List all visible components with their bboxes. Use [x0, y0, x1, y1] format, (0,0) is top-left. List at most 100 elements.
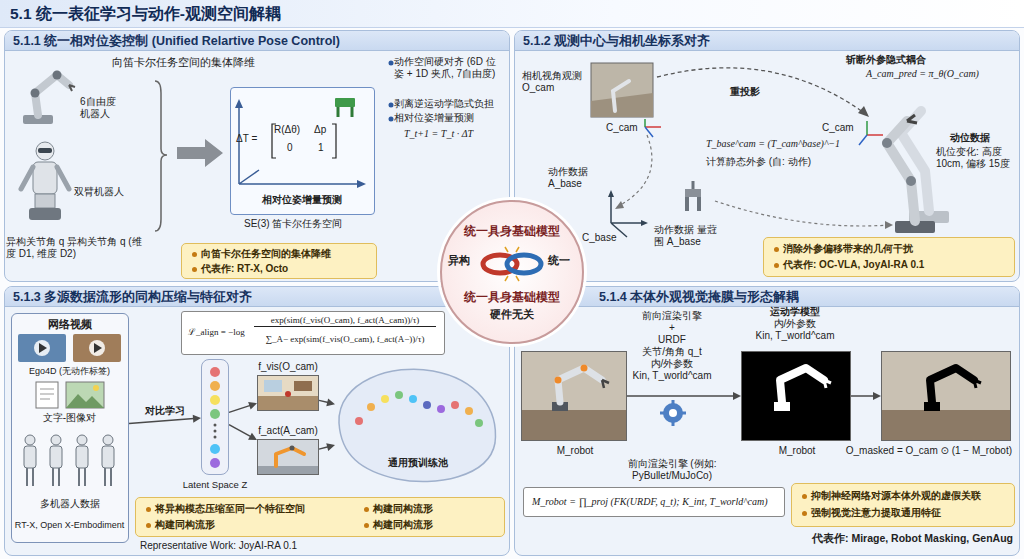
node-text: RT-X, Open X-Embodiment — [12, 520, 127, 531]
text-slot: 强制视觉注意力提取通用特征 — [800, 507, 941, 519]
extrinsic-dashed-links — [615, 201, 624, 209]
connector-line — [229, 405, 250, 412]
annotation-label: 内/外参数 — [622, 358, 722, 370]
task-space-box: 相对位姿增量预测 — [230, 87, 375, 215]
text-slot: 计算静态外参 (自: 动作) — [706, 156, 811, 168]
node-text: 通用预训练池 — [373, 457, 463, 469]
camera-frame-axes — [645, 126, 661, 128]
node-text: 文字-图像对 — [12, 412, 127, 424]
robot-photo: M_robot — [521, 351, 627, 441]
node-text: Latent Space Z — [175, 479, 255, 491]
text-slot: C_cam — [822, 122, 854, 134]
manifold-dots — [423, 401, 431, 409]
node-text: 统一具身基础模型 — [442, 224, 582, 238]
annotation-label: Representative Work: JoyAI-RA 0.1 — [140, 540, 297, 552]
annotation-label: 动位数据 — [950, 132, 990, 144]
panel-heading: 5.1.4 本体外观视觉掩膜与形态解耦 — [515, 287, 1019, 307]
annotation-label: 重投影 — [730, 86, 760, 98]
feature-dots — [210, 381, 220, 391]
annotation-label: T_base^cam = (T_cam^base)^−1 — [706, 138, 840, 150]
manifold-shape — [339, 369, 496, 481]
bullet-dots — [389, 103, 394, 108]
mask-scene — [742, 352, 850, 440]
masked-scene — [930, 368, 974, 402]
annotation-label: 前向渲染引擎 — [622, 310, 722, 322]
base-frame-axes — [608, 190, 648, 226]
connector-arrow — [319, 443, 335, 451]
text-slot: 5.1.3 多源数据流形的同构压缩与特征对齐 — [5, 287, 509, 307]
text-slot: 异构 — [448, 254, 470, 267]
node-text: 强制视觉注意力提取通用特征 — [800, 507, 941, 519]
text-slot: 多机器人数据 — [12, 498, 127, 510]
hub-circle: 统一具身基础模型异构统一统一具身基础模型硬件无关 — [440, 200, 584, 344]
robot-photo-scene — [522, 410, 626, 440]
video-thumbnails — [73, 334, 121, 362]
robot-fleet-icons — [103, 435, 113, 445]
text-slot: 向笛卡尔任务空间的集体降维 — [190, 248, 331, 260]
robot-fleet-icons — [53, 468, 59, 486]
annotation-label: C_cam — [606, 122, 638, 134]
gripper-icon — [335, 98, 355, 117]
annotation-label: SE(3) 笛卡尔任务空间 — [244, 218, 342, 230]
masked-observation: O_masked = O_cam ⊙ (1 − M_robot) — [881, 351, 1011, 441]
extrinsic-dashed-links — [885, 221, 893, 229]
text-slot: 5.1.2 观测中心与相机坐标系对齐 — [515, 31, 1019, 51]
text-slot: 动作空间硬对齐 (6D 位姿 + 1D 夹爪, 7自由度) — [394, 56, 504, 80]
action-gripper-icon — [692, 181, 695, 189]
text-slot: + — [622, 322, 722, 334]
image-thumbnail: f_act(A_cam) — [257, 439, 319, 475]
robot-arm — [907, 115, 917, 123]
masked-scene — [882, 352, 1010, 440]
kitchen-scene — [264, 380, 282, 392]
feature-dots — [210, 458, 220, 468]
robot-arm — [906, 176, 916, 186]
text-slot: Ego4D (无动作标签) — [12, 366, 127, 377]
masked-scene — [882, 410, 1010, 440]
extrinsic-dashed-links — [617, 135, 652, 207]
text-slot: Latent Space Z — [175, 479, 255, 491]
mask-scene — [780, 368, 824, 402]
connector-label: 对比学习 — [143, 405, 187, 417]
chain-links — [505, 247, 519, 281]
coordinate-axes — [235, 99, 366, 188]
text-slot: 机位变化: 高度 10cm, 偏移 15度 — [936, 146, 1016, 170]
panel-heading: 5.1.1 统一相对位姿控制 (Unified Relartive Pose C… — [5, 31, 509, 51]
connector-line — [229, 425, 251, 437]
text-slot: RT-X, Open X-Embodiment — [12, 520, 127, 531]
masked-scene — [882, 352, 1010, 440]
annotation-label: 向笛卡尔任务空间的集体降维 — [112, 56, 255, 69]
robot-camera-axes — [859, 135, 867, 145]
node-text: ℒ_align = −log — [188, 327, 245, 338]
connector-line — [319, 400, 328, 402]
humanoid-robot-icon — [21, 167, 69, 189]
robot-fleet-icons — [77, 435, 87, 445]
humanoid-robot-icon — [35, 194, 55, 208]
annotation-label: 斩断外参隐式耦合 — [846, 54, 926, 66]
annotation-label: 1 — [318, 142, 324, 154]
matrix-brackets — [272, 124, 336, 158]
manifold-dots — [355, 391, 483, 427]
text-slot: SE(3) 笛卡尔任务空间 — [244, 218, 342, 230]
annotation-label: 6自由度 机器人 — [80, 96, 124, 120]
text-image-pair-icons — [66, 382, 104, 408]
text-slot: 统一具身基础模型 — [442, 290, 582, 304]
node-text: f_vis(O_cam) — [250, 361, 326, 373]
video-thumbnails — [39, 343, 47, 353]
humanoid-robot-icon — [36, 142, 54, 160]
node-text: 硬件无关 — [442, 308, 582, 321]
text-slot: R(Δθ) — [274, 124, 300, 136]
robot-photo-scene — [602, 380, 609, 388]
node-text: 构建同构流形 — [362, 503, 433, 515]
text-slot: 抑制神经网络对源本体外观的虚假关联 — [800, 490, 981, 502]
coordinate-axes — [235, 99, 366, 188]
formula-box: M_robot = ∏_proj (FK(URDF, q_t); K_int, … — [523, 487, 785, 517]
reprojection-arrow — [657, 68, 869, 117]
text-slot: 动作数据 量蒄围 A_base — [654, 224, 720, 248]
text-slot: 重投影 — [730, 86, 760, 98]
robot-arm-icon — [35, 75, 69, 115]
text-slot: 异构关节角 q 异构关节角 q (维度 D1, 维度 D2) — [6, 236, 146, 260]
feature-dots — [210, 409, 220, 419]
annotation-label: R(Δθ) — [274, 124, 300, 136]
base-frame-axes — [608, 190, 648, 237]
annotation-label: 剥离逆运动学隐式负担 — [394, 98, 504, 110]
